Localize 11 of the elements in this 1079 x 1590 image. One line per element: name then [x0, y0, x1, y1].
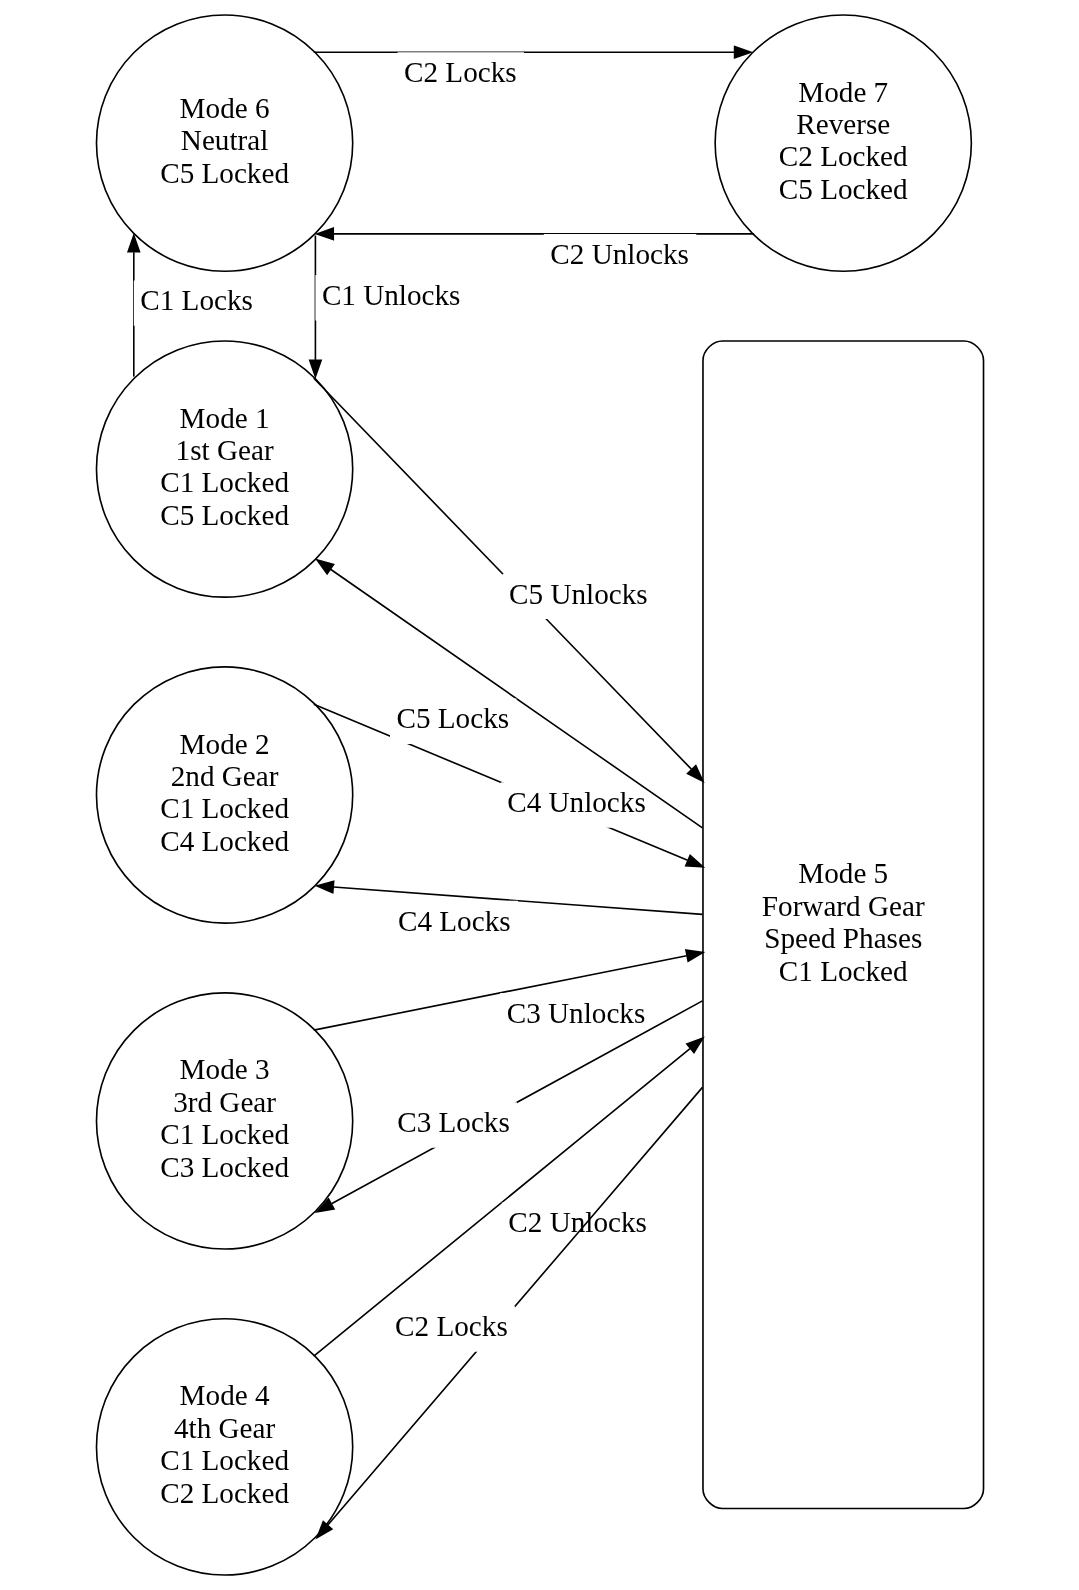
edge-label: C2 Unlocks: [549, 237, 689, 270]
edge-label: C3 Locks: [396, 1106, 510, 1139]
edge-label: C5 Unlocks: [508, 577, 648, 610]
edge-label: C2 Locks: [394, 1310, 508, 1343]
edge-label: C1 Unlocks: [321, 278, 460, 311]
edge-label: C4 Locks: [397, 904, 511, 937]
edge-label: C4 Unlocks: [506, 786, 646, 819]
edge-label: C5 Locks: [395, 702, 509, 735]
edge-label: C1 Locks: [139, 284, 253, 317]
edge-label: C2 Locks: [403, 56, 517, 89]
edge-label: C3 Unlocks: [506, 996, 645, 1029]
